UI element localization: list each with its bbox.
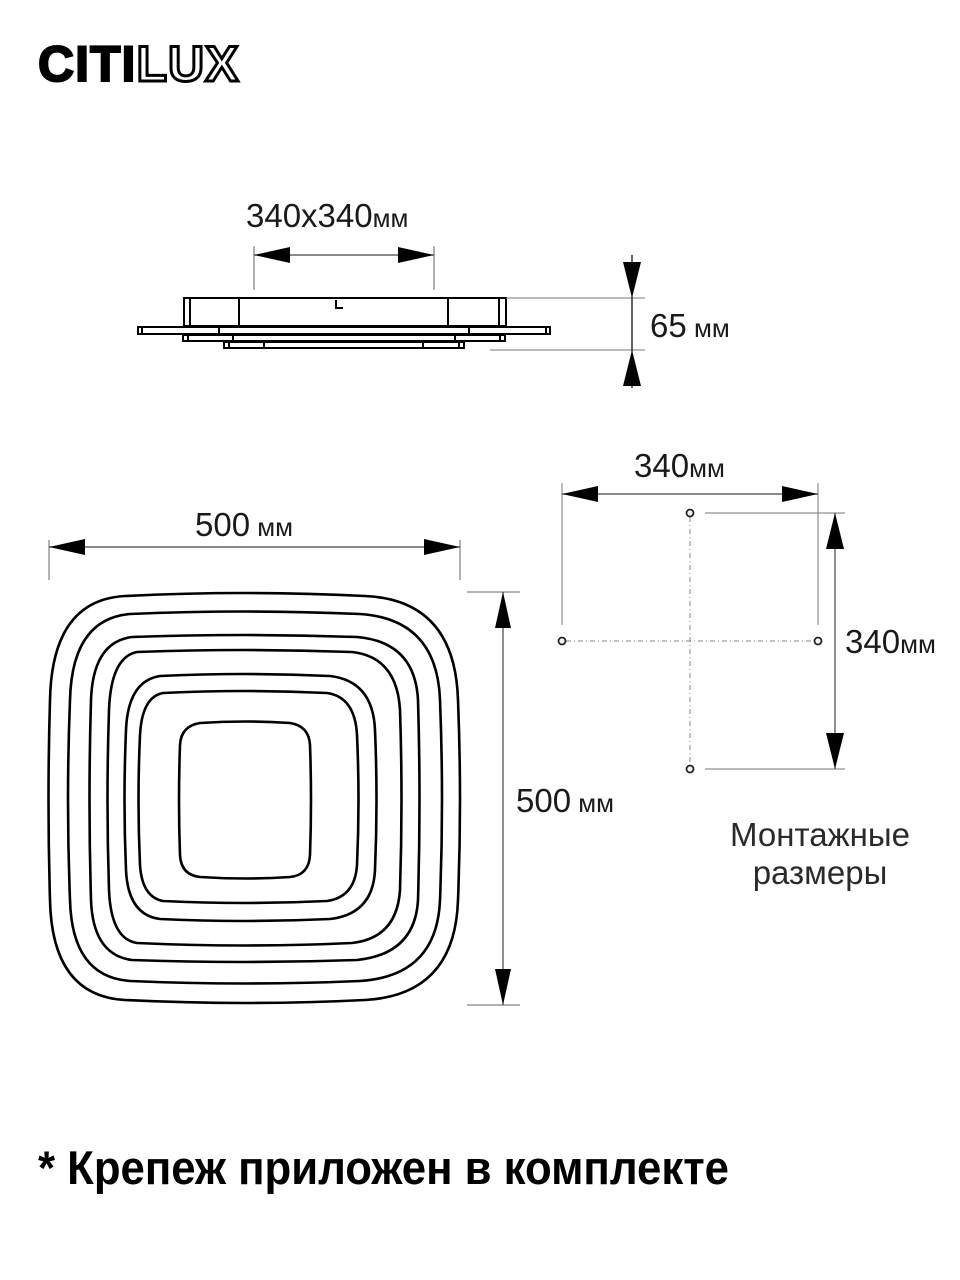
center-lines (566, 517, 814, 766)
logo-solid-text: CITI (37, 35, 137, 93)
mounting-holes (557, 508, 823, 774)
hole-left (557, 636, 567, 646)
top-height-value: 500 (516, 782, 572, 819)
ring-5 (123, 672, 378, 923)
concentric-rings (47, 591, 462, 1005)
mount-width-dimension (561, 483, 819, 625)
ring-1 (47, 591, 462, 1005)
ring-4 (106, 648, 403, 947)
mount-height-label: 340мм (845, 624, 936, 662)
side-width-dimension (253, 246, 435, 290)
mount-width-unit: мм (689, 453, 725, 483)
mounting-diagram (557, 483, 845, 774)
mount-height-value: 340 (845, 623, 901, 660)
mounting-caption-line1: Монтажные (730, 816, 910, 853)
side-height-dimension (490, 255, 645, 388)
top-width-dimension (48, 539, 461, 580)
mounting-caption-line2: размеры (752, 854, 888, 891)
side-view (137, 246, 645, 388)
hole-right (813, 636, 823, 646)
top-height-dimension (467, 591, 520, 1006)
mounting-caption: Монтажные размеры (700, 816, 940, 892)
top-height-unit: мм (571, 788, 615, 818)
side-height-label: 65 мм (650, 308, 730, 346)
top-width-value: 500 (195, 506, 251, 543)
logo-outline-text: LUX (135, 35, 240, 94)
top-width-unit: мм (250, 512, 294, 542)
ring-3 (88, 633, 421, 964)
footer-note: * Крепеж приложен в комплекте (38, 1141, 729, 1194)
side-height-value: 65 (650, 307, 687, 344)
hole-top (685, 508, 695, 518)
mount-height-unit: мм (900, 629, 936, 659)
side-height-unit: мм (686, 313, 730, 343)
ring-7 (177, 720, 313, 880)
top-height-label: 500 мм (516, 783, 614, 821)
ring-2 (66, 610, 444, 985)
ring-6 (137, 689, 360, 905)
mount-width-value: 340 (634, 447, 690, 484)
mount-height-dimension (705, 512, 845, 770)
citilux-logo: CITI LUX (37, 34, 240, 94)
top-width-label: 500 мм (195, 507, 293, 545)
side-width-unit: мм (372, 203, 409, 233)
side-width-label: 340x340мм (246, 198, 408, 236)
top-view (47, 539, 520, 1006)
hole-bottom (685, 764, 695, 774)
side-width-value: 340x340 (246, 197, 373, 234)
fixture-side-profile (137, 297, 551, 349)
mount-width-label: 340мм (634, 448, 725, 486)
